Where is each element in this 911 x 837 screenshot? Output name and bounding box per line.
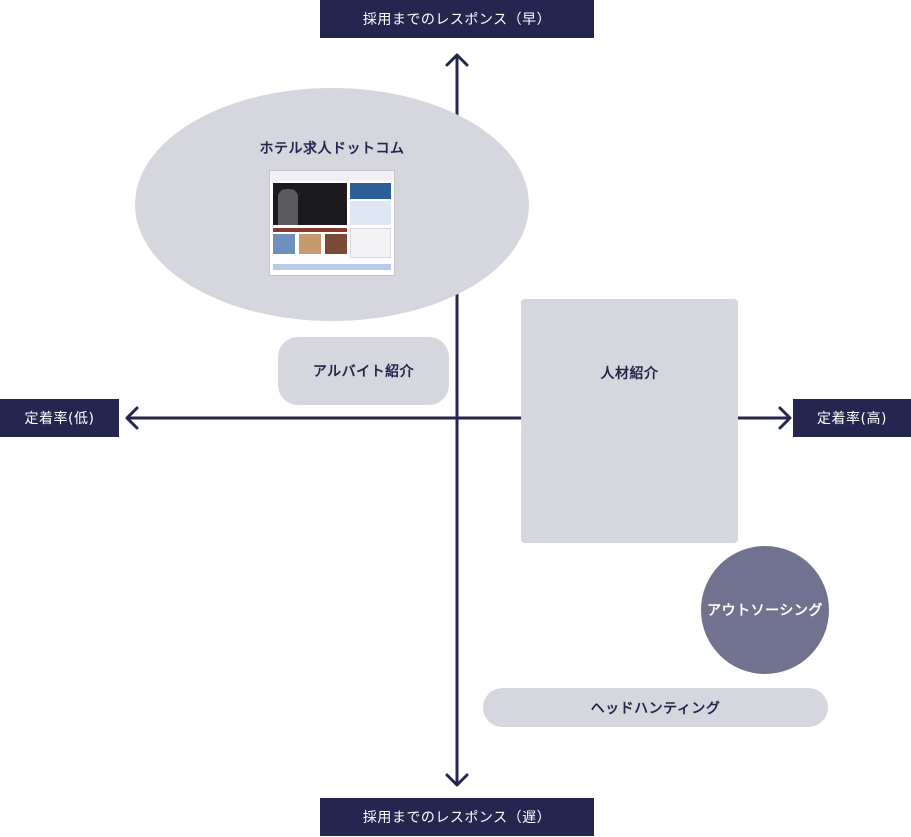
axis-label-top-text: 採用までのレスポンス（早） bbox=[362, 12, 552, 28]
horizontal-axis-right-arrow bbox=[778, 406, 792, 430]
vertical-axis-bottom-arrow bbox=[445, 773, 469, 787]
vertical-axis-top-arrow bbox=[445, 53, 469, 67]
hotel-kyujin-label: ホテル求人ドットコム bbox=[259, 141, 405, 157]
thumbnail-photo-1 bbox=[273, 234, 295, 254]
thumbnail-footer-strip bbox=[273, 264, 391, 270]
thumbnail-photo-2 bbox=[299, 234, 321, 254]
website-screenshot-thumbnail bbox=[269, 170, 395, 276]
outsourcing-label: アウトソーシング bbox=[707, 603, 823, 619]
arbeit-shokai-box: アルバイト紹介 bbox=[278, 337, 449, 405]
thumbnail-side-banner bbox=[350, 183, 391, 199]
outsourcing-circle: アウトソーシング bbox=[701, 546, 829, 674]
jinzai-shokai-label: 人材紹介 bbox=[600, 366, 659, 382]
axis-label-top: 採用までのレスポンス（早） bbox=[320, 0, 594, 38]
horizontal-axis-left-arrow bbox=[125, 406, 139, 430]
axis-label-bottom-text: 採用までのレスポンス（遅） bbox=[362, 810, 552, 826]
hotel-kyujin-ellipse: ホテル求人ドットコム bbox=[135, 88, 529, 321]
axis-label-right-text: 定着率(高) bbox=[817, 411, 887, 427]
axis-label-bottom: 採用までのレスポンス（遅） bbox=[320, 798, 594, 836]
axis-label-right: 定着率(高) bbox=[793, 399, 911, 437]
headhunting-label: ヘッドハンティング bbox=[590, 700, 721, 717]
arbeit-shokai-label: アルバイト紹介 bbox=[312, 364, 415, 380]
axis-label-left-text: 定着率(低) bbox=[24, 411, 95, 427]
thumbnail-header-bar bbox=[270, 171, 394, 181]
jinzai-shokai-box: 人材紹介 bbox=[521, 299, 738, 543]
thumbnail-side-panel bbox=[350, 201, 391, 225]
thumbnail-form-panel bbox=[350, 228, 391, 258]
headhunting-pill: ヘッドハンティング bbox=[483, 688, 828, 727]
axis-label-left: 定着率(低) bbox=[0, 399, 119, 437]
thumbnail-photo-3 bbox=[325, 234, 347, 254]
thumbnail-hero-person bbox=[278, 189, 298, 225]
thumbnail-section-bar bbox=[273, 228, 347, 232]
